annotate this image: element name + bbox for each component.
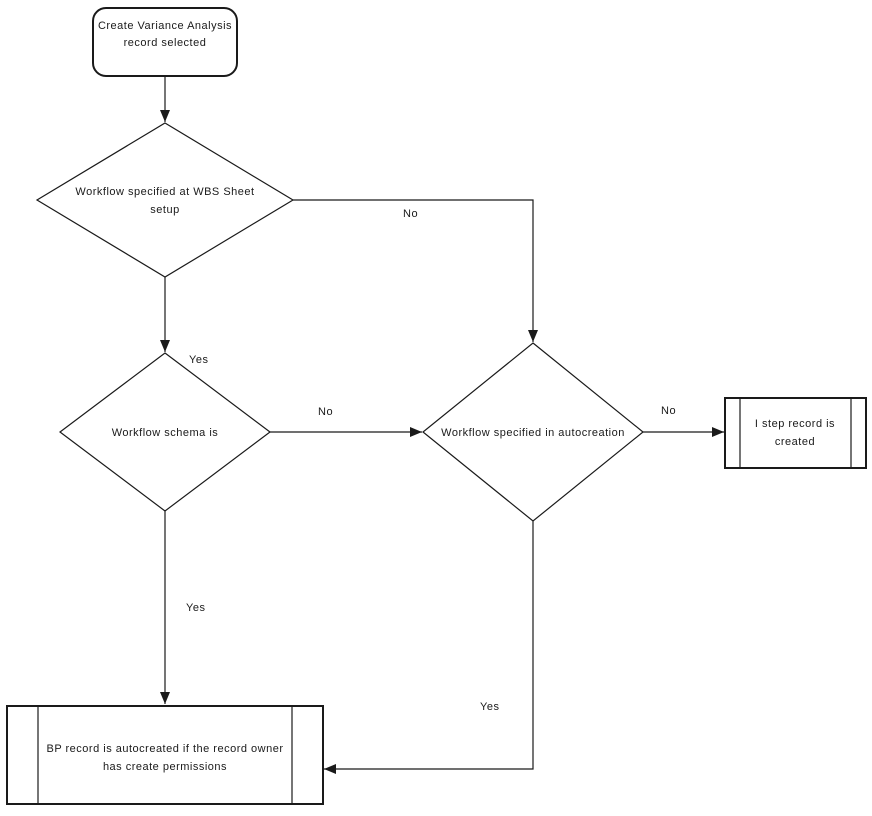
node-label-line1: BP record is autocreated if the record o… bbox=[46, 743, 283, 755]
decision-diamond-shape bbox=[59, 352, 271, 512]
rounded-rectangle-shape bbox=[92, 7, 238, 77]
edge-schema-yes-to-bp: Yes bbox=[160, 511, 205, 704]
predefined-process-shape bbox=[724, 397, 867, 469]
decision-diamond-shape bbox=[35, 122, 295, 278]
node-label-line1: I step record is bbox=[755, 418, 835, 430]
edge-label-no: No bbox=[661, 405, 676, 417]
node-start: Create Variance Analysis record selected bbox=[92, 7, 238, 77]
edge-label-no: No bbox=[318, 406, 333, 418]
edge-schema-no-to-autocreation: No bbox=[270, 406, 422, 437]
edge-autocreation-yes-to-bp: Yes bbox=[324, 521, 534, 774]
node-label-line2: created bbox=[775, 436, 815, 448]
node-autocreation-decision: Workflow specified in autocreation bbox=[422, 342, 644, 522]
node-bp-process: BP record is autocreated if the record o… bbox=[6, 705, 324, 805]
node-label-line1: Workflow specified in autocreation bbox=[441, 427, 625, 439]
edge-wbs-no-to-autocreation: No bbox=[293, 199, 538, 342]
decision-diamond-shape bbox=[422, 342, 644, 522]
node-label-line2: record selected bbox=[124, 37, 207, 49]
node-label-line1: Create Variance Analysis bbox=[98, 20, 232, 32]
connector-line bbox=[293, 199, 538, 342]
node-label-line1: Workflow specified at WBS Sheet bbox=[75, 186, 254, 198]
edge-label-yes: Yes bbox=[480, 701, 499, 713]
node-label-line1: Workflow schema is bbox=[112, 427, 219, 439]
node-label-line2: has create permissions bbox=[103, 761, 227, 773]
edge-label-no: No bbox=[403, 208, 418, 220]
predefined-process-shape bbox=[6, 705, 324, 805]
connector-line bbox=[324, 521, 534, 774]
edge-label-yes: Yes bbox=[186, 602, 205, 614]
edge-wbs-yes-to-schema: Yes bbox=[160, 277, 208, 366]
node-label-line2: setup bbox=[150, 204, 179, 216]
node-istep-process: I step record is created bbox=[724, 397, 867, 469]
node-schema-decision: Workflow schema is bbox=[59, 352, 271, 512]
edge-label-yes: Yes bbox=[189, 354, 208, 366]
edge-autocreation-no-to-istep: No bbox=[643, 405, 724, 437]
node-wbs-decision: Workflow specified at WBS Sheet setup bbox=[35, 122, 295, 278]
